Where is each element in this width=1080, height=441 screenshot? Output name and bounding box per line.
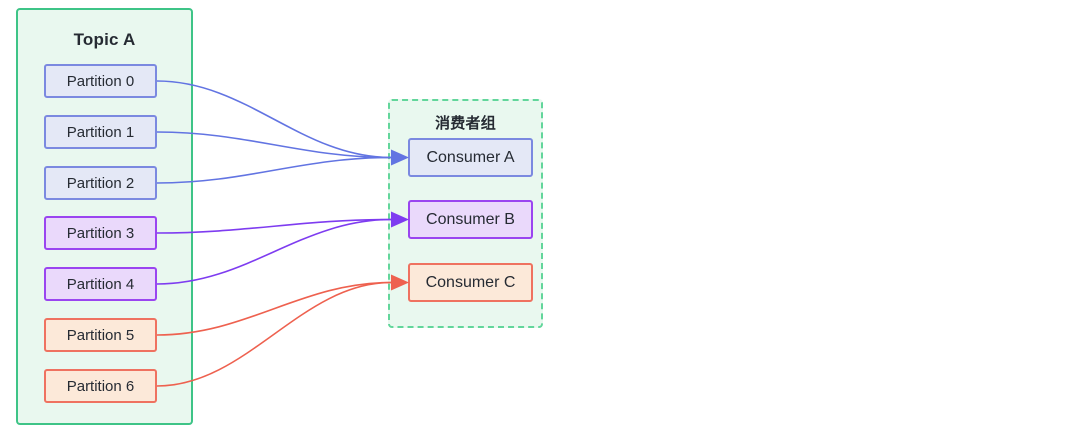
- partition-box-0: Partition 0: [44, 64, 157, 98]
- partition-box-6: Partition 6: [44, 369, 157, 403]
- consumer-box-a: Consumer A: [408, 138, 533, 177]
- partition-box-4: Partition 4: [44, 267, 157, 301]
- partition-box-3: Partition 3: [44, 216, 157, 250]
- partition-box-1: Partition 1: [44, 115, 157, 149]
- consumer-box-b: Consumer B: [408, 200, 533, 239]
- partition-box-5: Partition 5: [44, 318, 157, 352]
- consumer-group-title: 消费者组: [435, 115, 496, 132]
- consumer-box-c: Consumer C: [408, 263, 533, 302]
- partition-box-2: Partition 2: [44, 166, 157, 200]
- topic-title: Topic A: [73, 30, 136, 49]
